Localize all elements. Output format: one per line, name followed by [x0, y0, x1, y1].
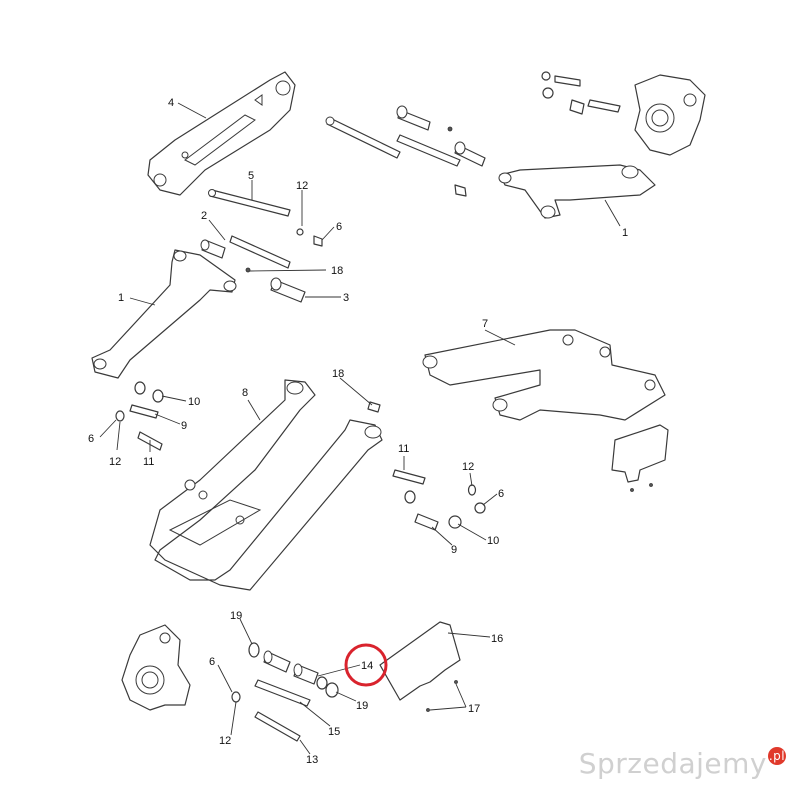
callout-11: 11	[398, 443, 409, 455]
callout-3: 3	[343, 292, 349, 304]
callout-7: 7	[482, 318, 488, 330]
callout-2: 2	[201, 210, 207, 222]
callout-12: 12	[219, 735, 231, 747]
callout-18: 18	[331, 265, 343, 277]
knuckle-bottom-left	[121, 624, 191, 711]
callout-19: 19	[356, 700, 368, 712]
callout-15: 15	[328, 726, 340, 738]
callout-10: 10	[188, 396, 200, 408]
hardware-left-middle	[115, 381, 164, 451]
callout-6: 6	[336, 221, 342, 233]
callout-13: 13	[306, 754, 318, 766]
leader-lines	[99, 102, 621, 755]
callout-8: 8	[242, 387, 248, 399]
callout-6: 6	[498, 488, 504, 500]
callout-9: 9	[451, 544, 457, 556]
highlight-circle	[344, 643, 388, 687]
callout-14: 14	[361, 660, 373, 672]
bracket-part-4	[147, 71, 296, 196]
callout-12: 12	[109, 456, 121, 468]
hardware-bottom	[231, 642, 339, 742]
callout-5: 5	[248, 170, 254, 182]
bolts-left-group	[200, 189, 323, 303]
callout-1: 1	[118, 292, 124, 304]
callout-labels: 4 5 12 6 2 18 3 1 1 7 10 9 6 12 11 8 18 …	[88, 97, 628, 766]
a-arm-part-1-left	[91, 249, 237, 379]
watermark-logo: Sprzedajemy.pl	[579, 747, 786, 780]
callout-12: 12	[296, 180, 308, 192]
callout-12: 12	[462, 461, 474, 473]
callout-10: 10	[487, 535, 499, 547]
callout-17: 17	[468, 703, 480, 715]
watermark-text: Sprzedajemy	[578, 747, 767, 780]
swing-arm-part-8	[149, 379, 383, 591]
callout-4: 4	[168, 97, 174, 109]
callout-19: 19	[230, 610, 242, 622]
a-arm-part-1-right	[498, 164, 656, 219]
guard-part-16	[379, 621, 461, 712]
hardware-top-right	[541, 71, 621, 115]
upper-bolts	[325, 105, 486, 197]
subframe-part-7	[422, 329, 666, 421]
callout-6: 6	[209, 656, 215, 668]
knuckle-top-right	[634, 74, 706, 156]
callout-6: 6	[88, 433, 94, 445]
callout-9: 9	[181, 420, 187, 432]
guard-plate-small	[611, 424, 669, 492]
callout-18: 18	[332, 368, 344, 380]
callout-11: 11	[143, 456, 154, 468]
watermark-badge: .pl	[768, 747, 786, 765]
callout-16: 16	[491, 633, 503, 645]
callout-1: 1	[622, 227, 628, 239]
